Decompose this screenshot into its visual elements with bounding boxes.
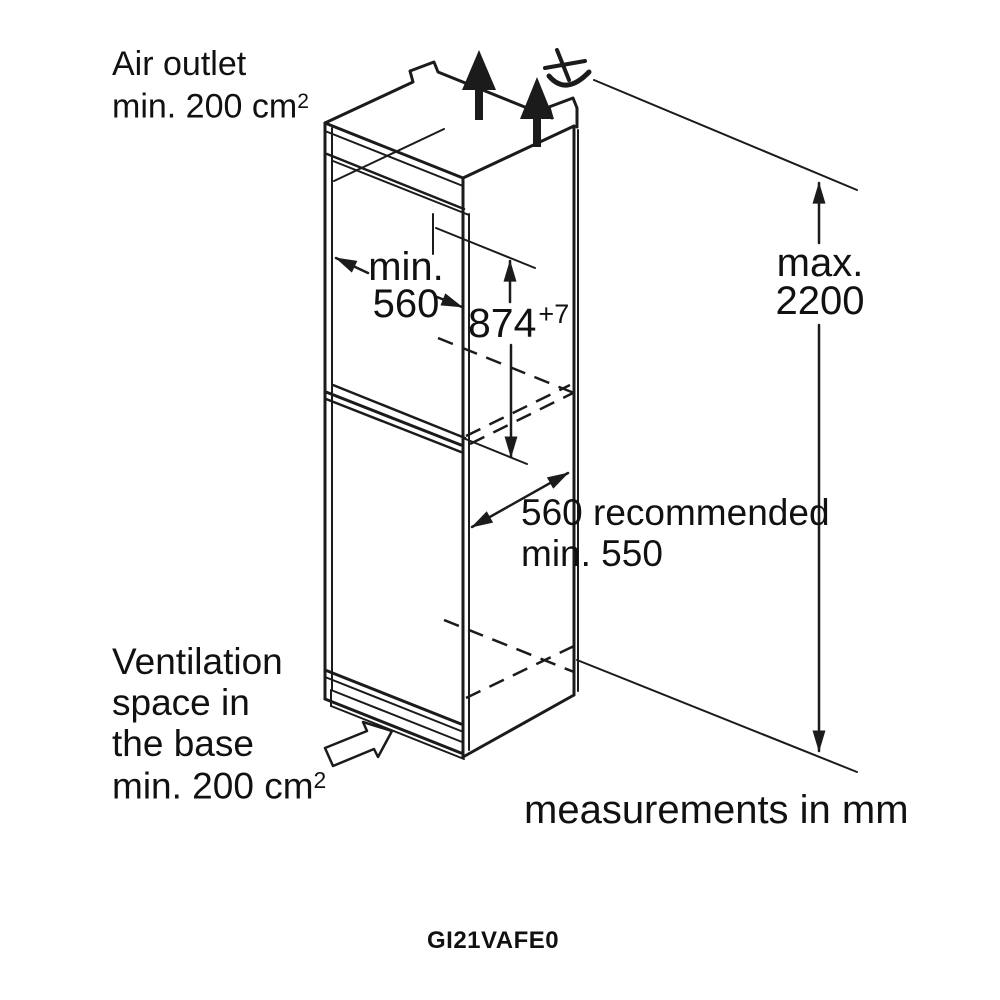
dimension-lines	[334, 79, 858, 773]
measurements-note: measurements in mm	[524, 788, 909, 832]
air-outlet-label-line1: Air outlet	[112, 45, 247, 83]
hidden-edges-dashed	[437, 336, 575, 700]
air-outlet-label-superscript: 2	[297, 89, 309, 113]
dim-niche-height-value: 874	[468, 300, 537, 346]
air-outlet-label-line2: min. 200 cm2	[112, 88, 309, 125]
dim-depth-label-line1: 560 recommended	[521, 492, 830, 533]
cabinet-outline	[323, 60, 579, 760]
ventilation-label-line4: min. 200 cm2	[112, 765, 326, 806]
air-outlet-label-line2-text: min. 200 cm	[112, 87, 298, 126]
dim-max-height-label-line1: max.	[776, 241, 864, 285]
dim-max-height-label-line2: 2200	[775, 279, 865, 323]
air-up-arrow-icon	[520, 77, 554, 147]
dim-width-arrow-right	[435, 293, 464, 309]
dim-width-arrow-left	[334, 256, 370, 275]
dim-depth-label-line2: min. 550	[521, 533, 663, 574]
dim-niche-width-label-line1: min.	[368, 245, 444, 289]
product-code: GI21VAFE0	[427, 927, 560, 954]
air-curl-icon	[543, 48, 592, 88]
dim-depth-line	[470, 471, 570, 529]
air-flow-arrows	[462, 48, 592, 147]
ventilation-base-arrow-icon	[323, 720, 394, 768]
dim-niche-width-label-line2: 560	[372, 282, 440, 326]
ventilation-label-line2: space in	[112, 682, 250, 723]
ventilation-label-line3: the base	[112, 723, 254, 764]
dim-niche-height-label: 874+7	[468, 299, 570, 346]
air-up-arrow-icon	[462, 50, 496, 120]
dim-niche-height-tolerance: +7	[538, 299, 570, 329]
ventilation-label-superscript: 2	[313, 766, 327, 793]
ventilation-label-line1: Ventilation	[112, 641, 283, 682]
ventilation-label-line4-text: min. 200 cm	[112, 765, 314, 807]
